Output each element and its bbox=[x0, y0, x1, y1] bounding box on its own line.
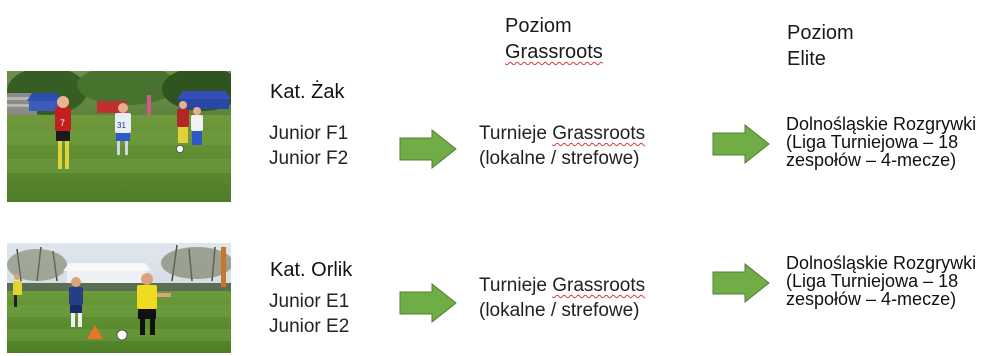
juniors-zak: Junior F1 Junior F2 bbox=[269, 121, 348, 171]
elite-competition-zak: Dolnośląskie Rozgrywki (Liga Turniejowa … bbox=[786, 115, 976, 169]
header-grassroots-line2: Grassroots bbox=[505, 41, 603, 63]
elite-line3: zespołów – 4-mecze) bbox=[786, 289, 957, 309]
elite-line1: Dolnośląskie Rozgrywki bbox=[786, 114, 977, 134]
arrow-right-icon bbox=[399, 283, 457, 323]
shirt-number-31: 31 bbox=[117, 121, 126, 130]
photo-zak-match: 7 31 bbox=[7, 71, 231, 202]
arrow-right-icon bbox=[399, 129, 457, 169]
elite-line1: Dolnośląskie Rozgrywki bbox=[786, 253, 977, 273]
header-grassroots: Poziom Grassroots bbox=[505, 13, 603, 65]
elite-line2: (Liga Turniejowa – 18 bbox=[786, 271, 959, 291]
arrow-right-icon bbox=[712, 263, 770, 303]
photo-zak-image: 7 31 bbox=[7, 71, 231, 202]
header-elite-line2: Elite bbox=[787, 48, 826, 70]
junior-e2-label: Junior E2 bbox=[269, 316, 350, 337]
junior-f1-label: Junior F1 bbox=[269, 123, 349, 144]
category-orlik-label: Kat. Orlik bbox=[270, 259, 353, 281]
junior-f2-label: Junior F2 bbox=[269, 148, 349, 169]
header-elite: Poziom Elite bbox=[787, 20, 854, 72]
photo-orlik-image bbox=[7, 243, 231, 353]
shirt-number-7: 7 bbox=[60, 118, 65, 128]
arrow-right-icon bbox=[712, 124, 770, 164]
category-zak-label: Kat. Żak bbox=[270, 81, 345, 103]
header-grassroots-line1: Poziom bbox=[505, 15, 572, 37]
juniors-orlik: Junior E1 Junior E2 bbox=[269, 289, 349, 339]
elite-line3: zespołów – 4-mecze) bbox=[786, 150, 957, 170]
junior-e1-label: Junior E1 bbox=[269, 291, 350, 312]
grassroots-line2: (lokalne / strefowe) bbox=[479, 148, 640, 169]
elite-line2: (Liga Turniejowa – 18 bbox=[786, 132, 959, 152]
grassroots-line1: Turnieje Grassroots bbox=[479, 275, 646, 296]
grassroots-tournaments-orlik: Turnieje Grassroots (lokalne / strefowe) bbox=[479, 273, 645, 323]
grassroots-line1: Turnieje Grassroots bbox=[479, 123, 646, 144]
grassroots-line2: (lokalne / strefowe) bbox=[479, 300, 640, 321]
grassroots-tournaments-zak: Turnieje Grassroots (lokalne / strefowe) bbox=[479, 121, 645, 171]
photo-orlik-match bbox=[7, 243, 231, 353]
header-elite-line1: Poziom bbox=[787, 22, 854, 44]
elite-competition-orlik: Dolnośląskie Rozgrywki (Liga Turniejowa … bbox=[786, 254, 976, 308]
